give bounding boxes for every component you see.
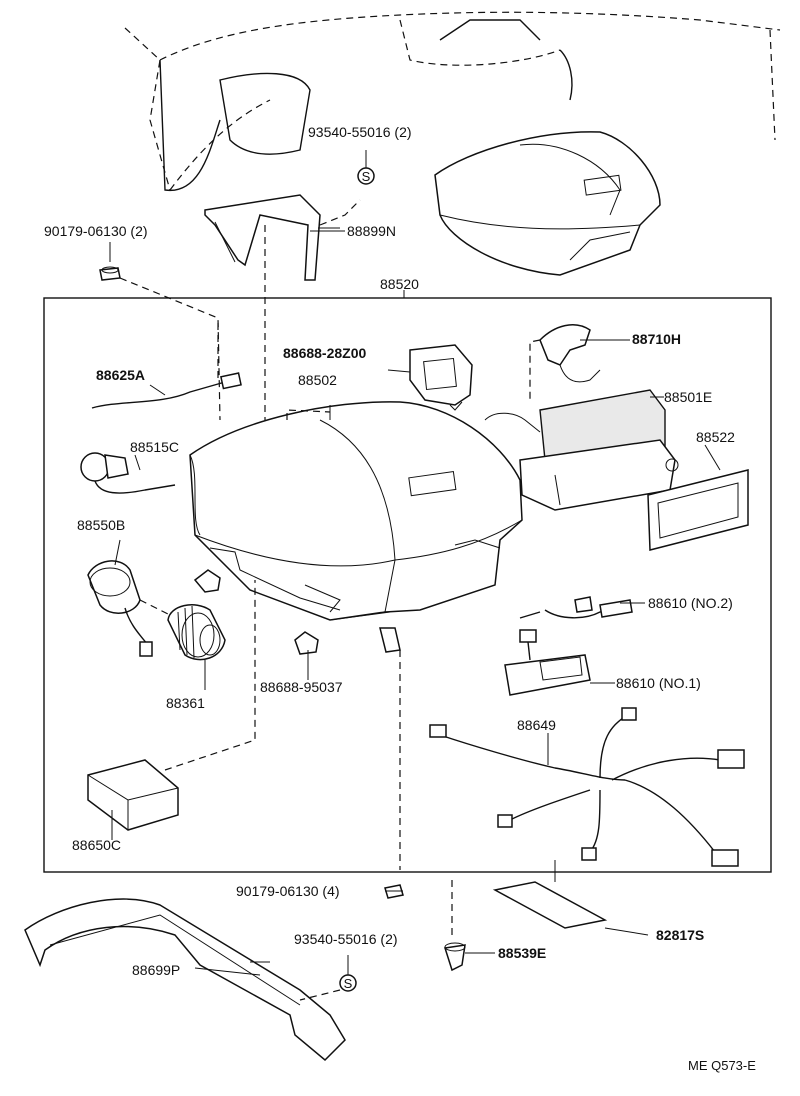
label-88610-no2: 88610 (NO.2) xyxy=(648,595,733,611)
label-88361: 88361 xyxy=(166,695,205,711)
label-88539e: 88539E xyxy=(498,945,546,961)
screw-marker-top: S xyxy=(357,167,375,185)
label-88688-28z00: 88688-28Z00 xyxy=(283,345,367,361)
wire-harness-88649 xyxy=(429,707,745,867)
label-88515c: 88515C xyxy=(130,439,179,455)
label-88625a: 88625A xyxy=(96,367,145,383)
label-88501e: 88501E xyxy=(664,389,712,405)
label-88520: 88520 xyxy=(380,276,419,292)
label-88710h: 88710H xyxy=(632,331,681,347)
dashboard-outline xyxy=(124,11,781,191)
nut-90179-2 xyxy=(99,266,121,281)
label-88522: 88522 xyxy=(696,429,735,445)
label-90179-06130-2: 90179-06130 (2) xyxy=(44,223,148,239)
fan-88361 xyxy=(167,604,226,661)
label-88610-no1: 88610 (NO.1) xyxy=(616,675,701,691)
filter-88522 xyxy=(647,469,749,551)
servo-88710h xyxy=(529,324,601,400)
label-88502: 88502 xyxy=(298,372,337,388)
label-88899n: 88899N xyxy=(347,223,396,239)
leader-lines xyxy=(111,230,721,976)
label-82817s: 82817S xyxy=(656,927,704,943)
case-lower-brackets xyxy=(193,569,401,655)
blower-case-88502 xyxy=(189,401,523,621)
label-88688-95037: 88688-95037 xyxy=(260,679,343,695)
bracket-88699p xyxy=(24,898,346,1062)
insulator-82817s xyxy=(492,881,608,929)
switch-88610-no1 xyxy=(504,629,591,696)
computer-88650c xyxy=(87,759,179,831)
switch-88610-no2 xyxy=(519,596,633,619)
label-93540-55016-bottom: 93540-55016 (2) xyxy=(294,931,398,947)
duct-top-right xyxy=(434,131,661,276)
label-88699p: 88699P xyxy=(132,962,180,978)
drain-88539e xyxy=(444,942,466,972)
bracket-88899n xyxy=(204,194,321,281)
label-93540-55016-top: 93540-55016 (2) xyxy=(308,124,412,140)
label-88650c: 88650C xyxy=(72,837,121,853)
blower-motor-88550b xyxy=(87,560,153,657)
reference-code: ME Q573-E xyxy=(688,1058,756,1073)
screw-marker-bottom: S xyxy=(339,974,357,992)
label-88550b: 88550B xyxy=(77,517,125,533)
sensor-88625a xyxy=(91,372,242,409)
evaporator-88501e xyxy=(484,389,679,511)
label-88649: 88649 xyxy=(517,717,556,733)
amplifier-88688-28z00 xyxy=(387,344,473,411)
label-90179-06130-4: 90179-06130 (4) xyxy=(236,883,340,899)
svg-text:S: S xyxy=(362,169,371,184)
aspirator-88515c xyxy=(80,452,176,494)
assembly-boundary-box xyxy=(43,297,772,873)
svg-text:S: S xyxy=(344,976,353,991)
